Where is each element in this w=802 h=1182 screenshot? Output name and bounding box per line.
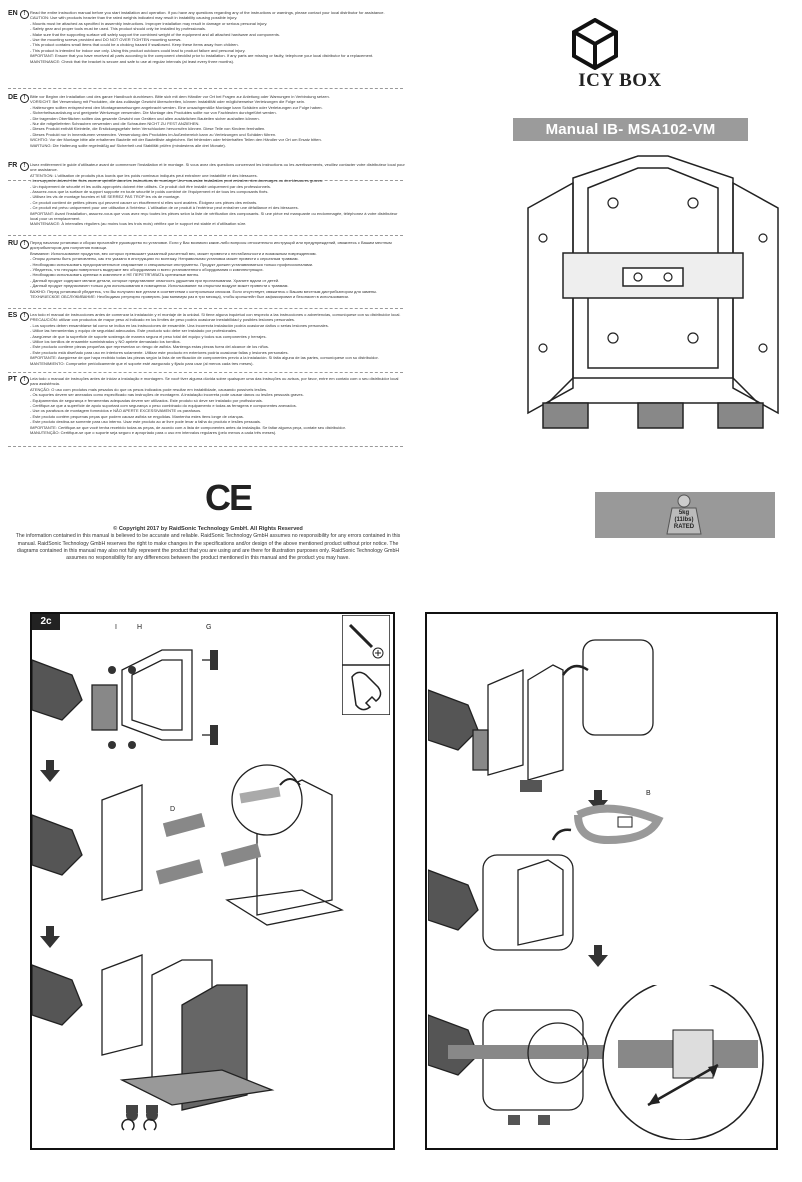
copyright-body: The information contained in this manual… (15, 533, 401, 562)
copyright-notice: © Copyright 2017 by RaidSonic Technology… (8, 526, 408, 562)
lang-code: PT (8, 376, 17, 383)
down-arrow-icon (40, 926, 60, 948)
mount-assembly-illustration (32, 649, 218, 749)
weight-icon (666, 494, 702, 535)
weight-kg: 5kg (678, 510, 690, 516)
icybox-cube-logo (572, 18, 618, 70)
weight-rated: RATED (673, 524, 695, 530)
lang-block-pt: PT ! Leia todo o manual de instruções an… (8, 376, 408, 446)
device-mounted-illustration (428, 854, 574, 951)
label-b: B (646, 790, 651, 797)
lang-block-de: DE ! Bitte vor Beginn der Installation u… (8, 94, 408, 179)
warning-icon: ! (20, 240, 29, 249)
lang-block-es: ES ! Lea todo el manual de instrucciones… (8, 312, 408, 378)
step-tag: 2c (32, 614, 60, 630)
divider (8, 446, 403, 447)
lang-code: FR (8, 162, 18, 169)
label-g: G (206, 624, 212, 631)
adhesive-pads-illustration (32, 764, 344, 926)
label-d: D (170, 806, 176, 813)
manual-title: Manual IB- MSA102-VM (513, 118, 748, 141)
weight-rating-panel: 5kg (11lbs) RATED (595, 492, 775, 538)
divider (8, 308, 403, 309)
lang-text: Leia todo o manual de instruções antes d… (30, 376, 399, 436)
lang-code: RU (8, 240, 19, 247)
lang-code: DE (8, 94, 18, 101)
brand-logo-text: ICY BOX (578, 70, 662, 91)
lang-block-ru: RU ! Перед началом установки и сборки пр… (8, 240, 408, 306)
lang-text: Read the entire instruction manual befor… (30, 10, 385, 64)
strap-tighten-illustration (428, 985, 764, 1140)
divider (8, 235, 403, 236)
tools-icon (342, 615, 390, 715)
weight-lbs: (11lbs) (674, 517, 694, 523)
warning-icon: ! (20, 94, 29, 103)
lang-block-fr: FR ! Lisez entièrement le guide d'utilis… (8, 162, 408, 242)
lang-text: Bitte vor Beginn der Installation und de… (30, 94, 330, 148)
lang-code: EN (8, 10, 18, 17)
down-arrow-icon (588, 790, 608, 812)
divider (8, 180, 403, 181)
down-arrow-icon (588, 945, 608, 967)
warning-icon: ! (20, 10, 29, 19)
label-i: I (115, 624, 117, 631)
warning-icon: ! (20, 312, 29, 321)
lang-code: ES (8, 312, 18, 319)
warning-icon: ! (20, 162, 29, 171)
bracket-product-illustration (527, 155, 779, 429)
lang-text: Перед началом установки и сборки прочита… (30, 240, 392, 300)
ce-mark: CE (205, 477, 253, 518)
step-panel-left (30, 612, 395, 1150)
step-panel-right (425, 612, 778, 1150)
lang-text: Lea todo el manual de instrucciones ante… (30, 312, 401, 366)
copyright-title: © Copyright 2017 by RaidSonic Technology… (113, 526, 303, 532)
bracket-attach-illustration (32, 954, 275, 1131)
lang-block-en: EN ! Read the entire instruction manual … (8, 10, 408, 98)
strap-illustration (551, 804, 664, 845)
down-arrow-icon (40, 760, 60, 782)
label-h: H (137, 624, 143, 631)
warning-icon: ! (20, 376, 29, 385)
lang-text: Lisez entièrement le guide d'utilisateur… (30, 162, 405, 227)
divider (8, 88, 403, 89)
divider (8, 372, 403, 373)
device-attach-illustration (428, 639, 654, 792)
